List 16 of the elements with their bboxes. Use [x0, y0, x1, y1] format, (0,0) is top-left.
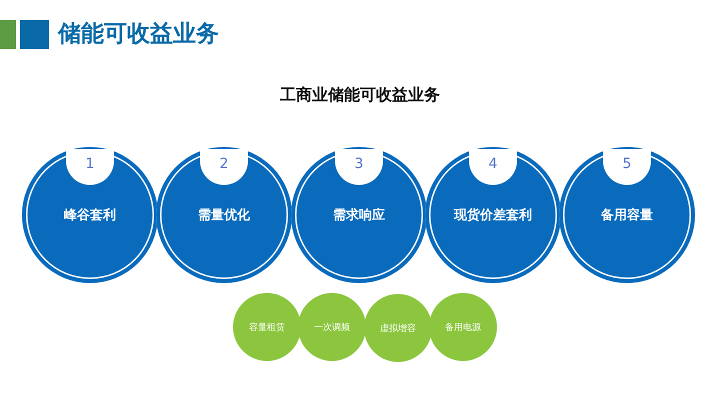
subtitle: 工商业储能可收益业务 — [279, 84, 441, 106]
number-tab: 1 — [66, 149, 114, 185]
circle-label: 峰谷套利 — [63, 207, 117, 224]
circle-label: 一次调频 — [313, 322, 351, 334]
circle-label: 容量租赁 — [248, 322, 286, 334]
page-title: 储能可收益业务 — [58, 20, 219, 49]
number-tab: 3 — [335, 149, 383, 185]
circle-label: 虚拟增容 — [379, 322, 417, 335]
circle-label: 现货价差套利 — [452, 207, 533, 224]
number-tab: 5 — [603, 149, 651, 185]
circle-label: 备用容量 — [600, 206, 654, 224]
circle-label: 需量优化 — [197, 207, 251, 224]
circle-label: 需求响应 — [332, 206, 386, 224]
circle-label: 备用电源 — [444, 322, 482, 334]
number-tab: 2 — [200, 149, 248, 185]
number-tab: 4 — [469, 149, 517, 185]
